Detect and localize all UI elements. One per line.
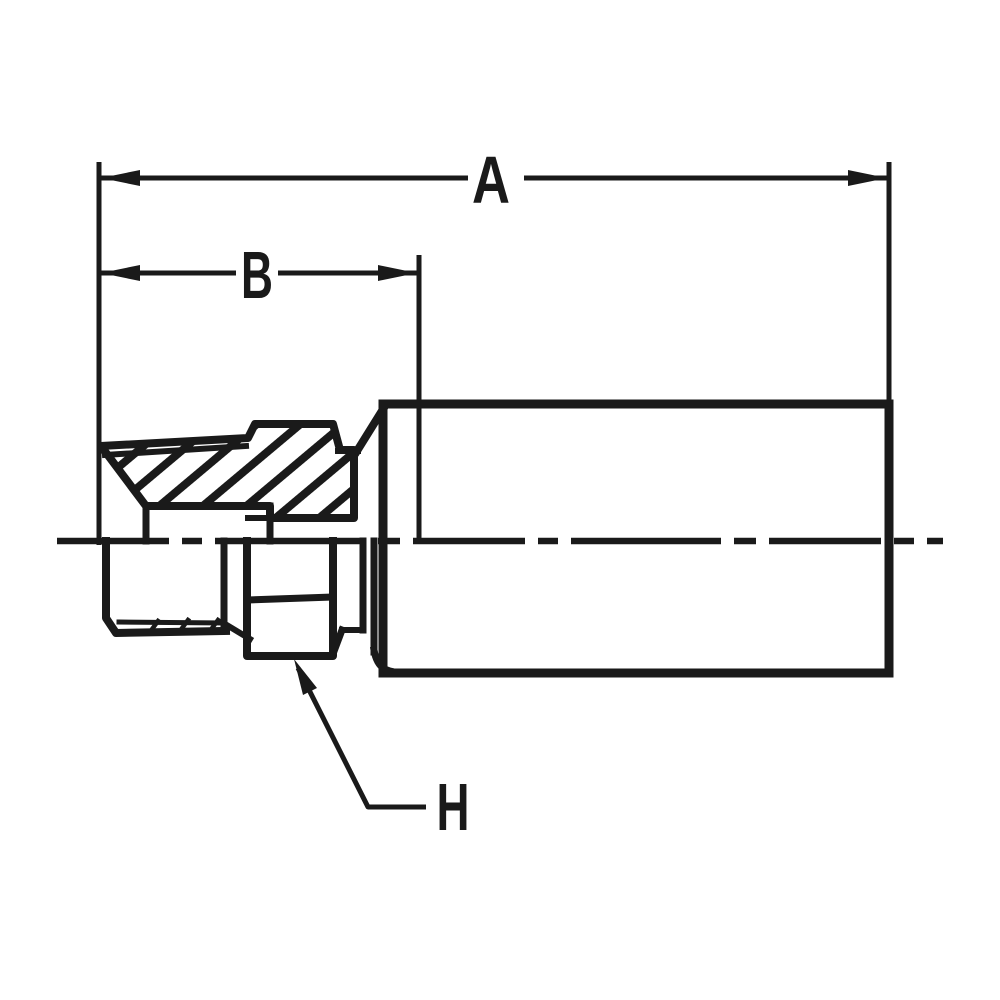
thread-tick-3	[206, 616, 222, 635]
leader-h: H	[294, 659, 470, 845]
arrowhead-a-left	[101, 170, 140, 186]
dimension-label-h: H	[437, 770, 470, 845]
arrowhead-h	[294, 659, 317, 695]
thread-tick-2	[176, 616, 192, 635]
dimension-label-b: B	[241, 238, 273, 313]
dimension-a: A	[96, 143, 892, 545]
thread-root-line-top	[101, 442, 250, 459]
thread-root-line-bottom	[116, 619, 227, 626]
thread-tick-1	[146, 617, 162, 636]
hex-flat-corner-line	[243, 593, 337, 604]
dimension-label-a: A	[472, 143, 510, 218]
arrowhead-b-right	[378, 265, 417, 281]
leader-line-h	[295, 666, 426, 810]
hex-collar-slant	[328, 625, 347, 659]
fitting-body	[97, 399, 894, 678]
dimension-b: B	[99, 238, 422, 543]
thread-nose-outline-bottom	[102, 537, 231, 637]
shell-chamfer-bottom	[369, 645, 395, 676]
arrowhead-a-right	[848, 170, 887, 186]
arrowhead-b-left	[101, 265, 140, 281]
shell-outline	[378, 399, 894, 678]
